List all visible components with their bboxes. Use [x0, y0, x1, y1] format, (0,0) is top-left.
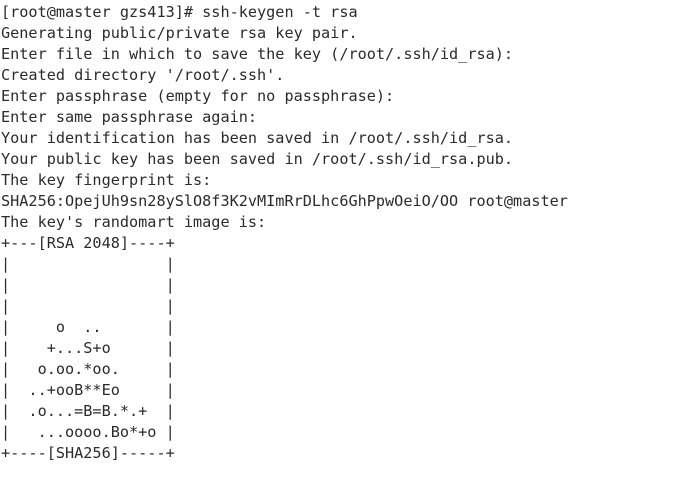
randomart-row-2: | | — [1, 276, 175, 294]
terminal-line-command: [root@master gzs413]# ssh-keygen -t rsa — [1, 3, 358, 21]
randomart-row-9: | ...oooo.Bo*+o | — [1, 423, 175, 441]
randomart-border-bottom: +----[SHA256]-----+ — [1, 444, 175, 462]
terminal-line-randomart-label: The key's randomart image is: — [1, 213, 267, 231]
terminal-line-identification-saved: Your identification has been saved in /r… — [1, 129, 514, 147]
randomart-row-5: | +...S+o | — [1, 339, 175, 357]
terminal-line-enter-passphrase: Enter passphrase (empty for no passphras… — [1, 87, 395, 105]
terminal-line-created-directory: Created directory '/root/.ssh'. — [1, 66, 285, 84]
randomart-row-4: | o .. | — [1, 318, 175, 336]
terminal-line-generating: Generating public/private rsa key pair. — [1, 24, 358, 42]
terminal-line-enter-same-passphrase: Enter same passphrase again: — [1, 108, 258, 126]
randomart-row-3: | | — [1, 297, 175, 315]
terminal-line-fingerprint-value: SHA256:OpejUh9sn28ySlO8f3K2vMImRrDLhc6Gh… — [1, 192, 568, 210]
terminal-line-fingerprint-label: The key fingerprint is: — [1, 171, 212, 189]
terminal-line-enter-file: Enter file in which to save the key (/ro… — [1, 45, 514, 63]
randomart-row-8: | .o...=B=B.*.+ | — [1, 402, 175, 420]
terminal-line-public-key-saved: Your public key has been saved in /root/… — [1, 150, 514, 168]
randomart-border-top: +---[RSA 2048]----+ — [1, 234, 175, 252]
randomart-row-7: | ..+ooB**Eo | — [1, 381, 175, 399]
randomart-row-6: | o.oo.*oo. | — [1, 360, 175, 378]
randomart-row-1: | | — [1, 255, 175, 273]
